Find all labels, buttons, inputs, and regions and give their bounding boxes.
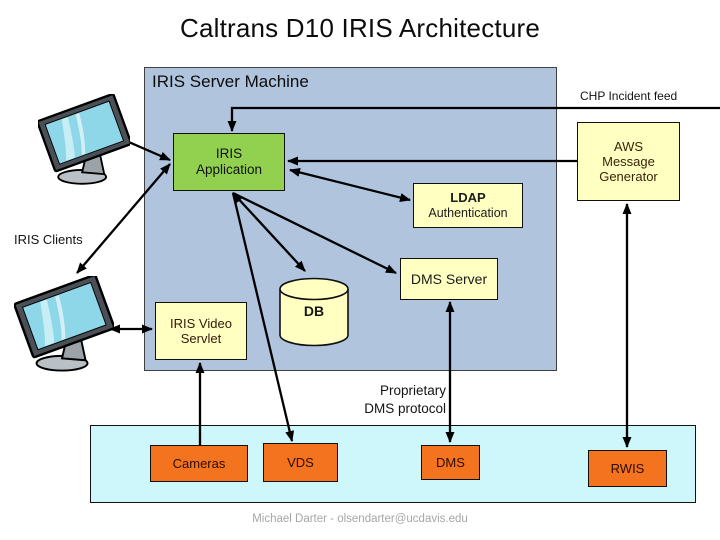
footer-credit: Michael Darter - olsendarter@ucdavis.edu <box>252 513 468 525</box>
node-iris-application: IRIS Application <box>173 133 285 191</box>
node-dms: DMS <box>421 445 480 480</box>
client-monitor-icon-bottom <box>14 276 114 372</box>
node-ldap-authentication: LDAP Authentication <box>413 183 523 228</box>
node-iris-video-servlet: IRIS Video Servlet <box>155 302 247 360</box>
ldap-subtitle: Authentication <box>428 205 508 220</box>
node-vds: VDS <box>263 443 338 482</box>
chp-incident-feed-label: CHP Incident feed <box>580 89 678 103</box>
db-label: DB <box>303 303 325 319</box>
dms-protocol-label: Proprietary DMS protocol <box>364 383 446 416</box>
node-cameras: Cameras <box>150 445 248 482</box>
node-rwis: RWIS <box>588 450 667 487</box>
node-dms-server: DMS Server <box>400 258 498 300</box>
iris-clients-label: IRIS Clients <box>14 232 83 247</box>
server-machine-title: IRIS Server Machine <box>152 72 309 91</box>
node-aws-message-generator: AWS Message Generator <box>577 122 680 201</box>
client-monitor-icon-top <box>38 94 130 185</box>
db-cylinder-icon <box>279 277 349 347</box>
page-title: Caltrans D10 IRIS Architecture <box>179 13 541 43</box>
ldap-title: LDAP <box>450 190 486 206</box>
